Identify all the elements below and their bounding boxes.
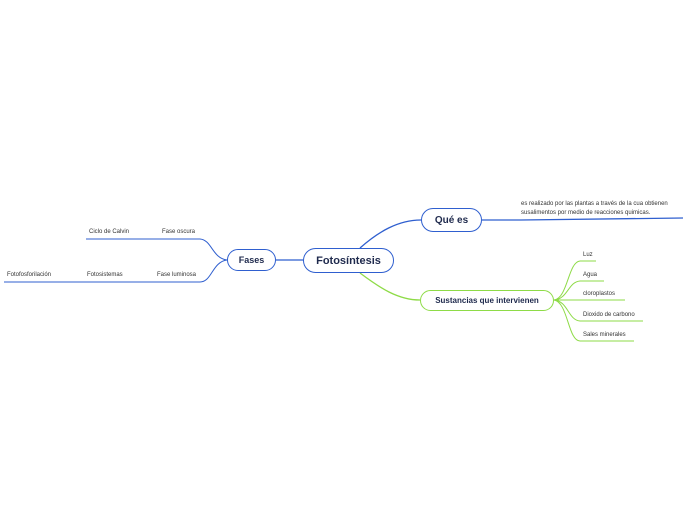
node-fase-luminosa[interactable]: Fase luminosa — [157, 272, 197, 278]
node-sustancia-cloroplastos[interactable]: cloroplastos — [583, 291, 616, 297]
connector-root-que-es — [359, 219, 422, 249]
connector-sustancias-dioxido — [553, 299, 643, 322]
node-sustancia-sales[interactable]: Sales minerales — [583, 332, 626, 338]
root-node-fotosintesis[interactable]: Fotosíntesis — [303, 248, 394, 273]
connector-fases-fase-luminosa — [153, 259, 228, 283]
connector-que-es-description — [482, 217, 684, 221]
node-fases-label: Fases — [238, 255, 265, 265]
root-node-label: Fotosíntesis — [316, 254, 381, 267]
node-sustancia-dioxido[interactable]: Dioxido de carbono — [583, 312, 635, 318]
node-ciclo-calvin[interactable]: Ciclo de Calvin — [89, 229, 130, 235]
node-fotofosforilacion[interactable]: Fotofosforilación — [7, 272, 52, 278]
connector-root-sustancias — [359, 272, 421, 301]
node-sustancia-luz[interactable]: Luz — [583, 252, 593, 258]
node-que-es-description[interactable]: es realizado por las plantas a través de… — [521, 201, 668, 216]
node-sustancias[interactable]: Sustancias que intervienen — [420, 290, 554, 311]
node-que-es[interactable]: Qué es — [421, 208, 482, 232]
node-fases[interactable]: Fases — [227, 249, 276, 271]
node-sustancia-agua[interactable]: Agua — [583, 272, 598, 278]
connector-sustancias-agua — [553, 280, 604, 301]
node-que-es-label: Qué es — [434, 214, 469, 226]
connector-sustancias-sales — [553, 299, 634, 342]
node-fase-oscura[interactable]: Fase oscura — [162, 229, 196, 235]
node-fotosistemas[interactable]: Fotosistemas — [87, 272, 123, 278]
connector-fases-fase-oscura — [158, 238, 228, 261]
node-sustancias-label: Sustancias que intervienen — [435, 296, 539, 305]
connector-sustancias-luz — [553, 260, 596, 301]
